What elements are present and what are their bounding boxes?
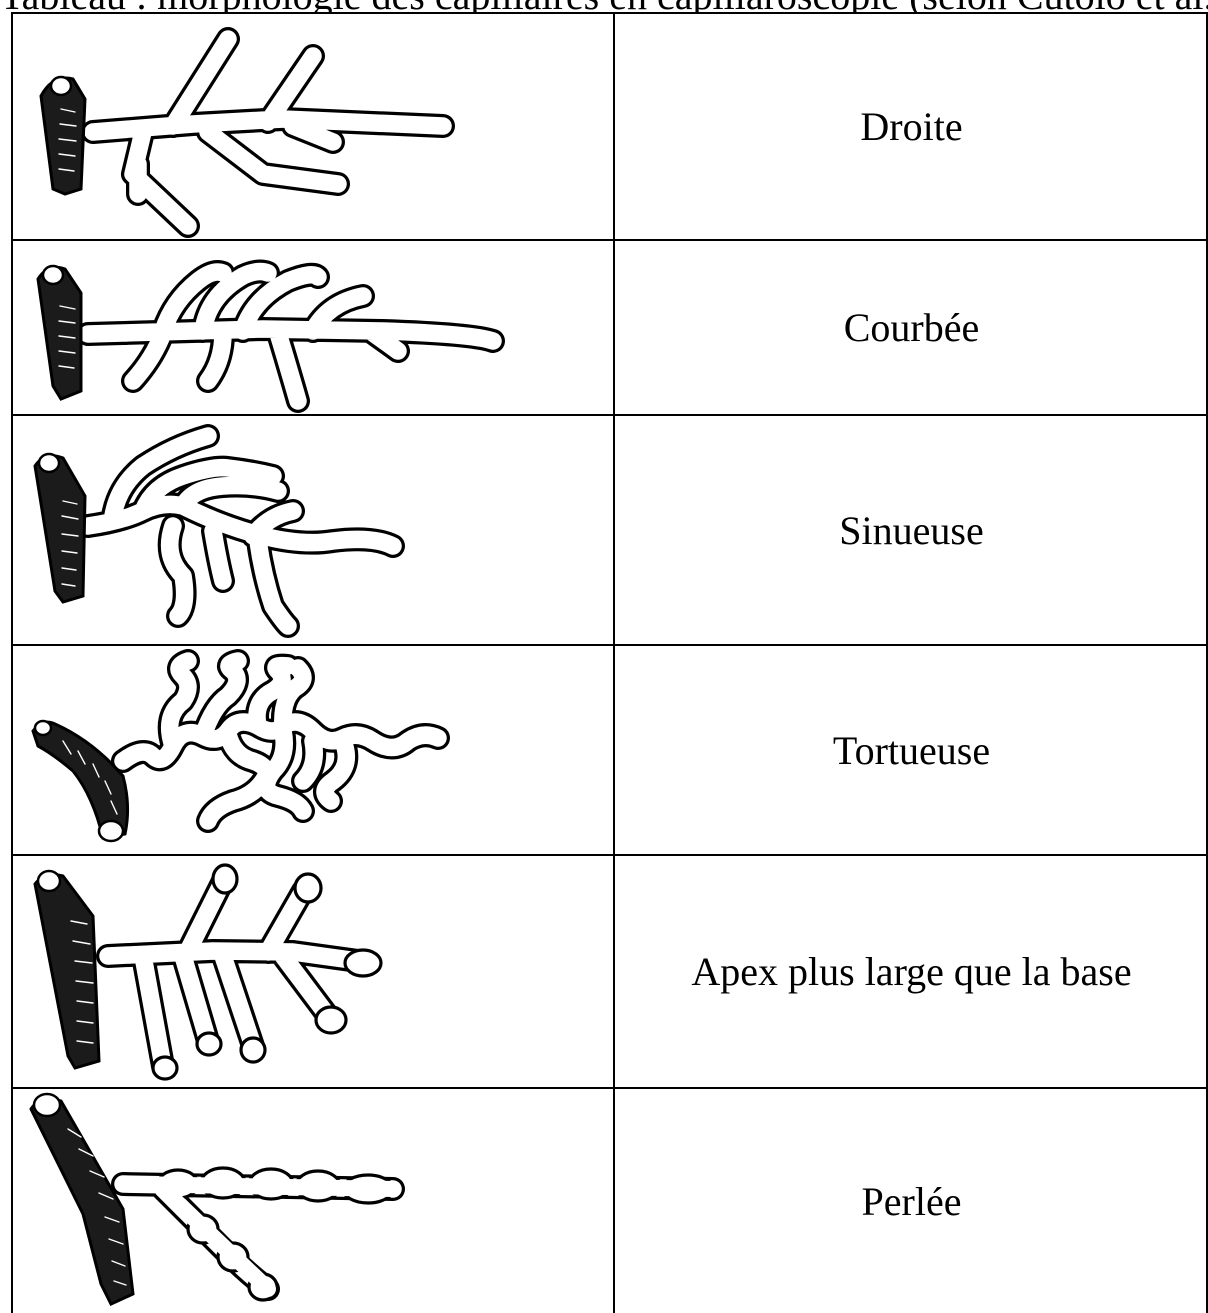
tortuous-capillary-illustration bbox=[13, 646, 613, 854]
table-row: Droite bbox=[11, 14, 1208, 239]
morphology-label: Droite bbox=[860, 103, 962, 150]
morphology-cell: Perlée bbox=[615, 1089, 1208, 1313]
straight-capillary-illustration bbox=[13, 14, 613, 239]
table-row: Courbée bbox=[11, 241, 1208, 414]
morphology-label: Courbée bbox=[844, 304, 980, 351]
morphology-label: Sinueuse bbox=[839, 507, 983, 554]
morphology-cell: Courbée bbox=[615, 241, 1208, 414]
beaded-capillary-illustration bbox=[13, 1089, 613, 1313]
wide-apex-capillary-illustration bbox=[13, 856, 613, 1087]
curved-capillary-illustration bbox=[13, 241, 613, 414]
morphology-label: Apex plus large que la base bbox=[691, 948, 1131, 995]
morphology-cell: Apex plus large que la base bbox=[615, 856, 1208, 1087]
morphology-cell: Droite bbox=[615, 14, 1208, 239]
capillary-morphology-table: Droite Courbée bbox=[11, 12, 1208, 1313]
table-row: Sinueuse bbox=[11, 416, 1208, 644]
sinuous-capillary-illustration bbox=[13, 416, 613, 644]
table-row: Tortueuse bbox=[11, 646, 1208, 854]
table-row: Perlée bbox=[11, 1089, 1208, 1313]
morphology-cell: Sinueuse bbox=[615, 416, 1208, 644]
table-row: Apex plus large que la base bbox=[11, 856, 1208, 1087]
morphology-cell: Tortueuse bbox=[615, 646, 1208, 854]
morphology-label: Perlée bbox=[862, 1178, 962, 1225]
morphology-label: Tortueuse bbox=[833, 727, 990, 774]
